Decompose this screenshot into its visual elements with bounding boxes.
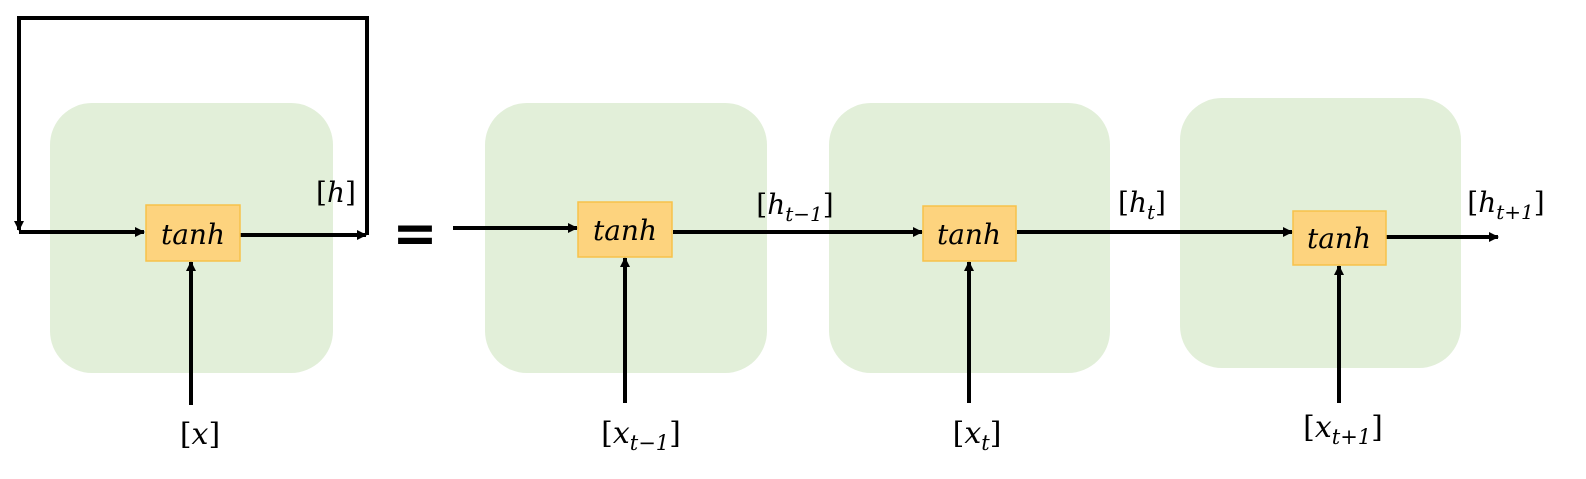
folded-tanh-box bbox=[145, 204, 241, 262]
tanh-label-2: tanh bbox=[937, 218, 1001, 251]
hidden-label-3: [ht+1] bbox=[1467, 186, 1544, 224]
input-label-1: [xt−1] bbox=[601, 416, 681, 455]
folded-tanh-label: tanh bbox=[161, 218, 225, 251]
recurrence-loop-arrow bbox=[14, 16, 369, 235]
tanh-box-1 bbox=[577, 201, 673, 258]
folded-hidden-label: [h] bbox=[316, 176, 356, 209]
input-label-3: [xt+1] bbox=[1303, 410, 1383, 449]
tanh-label-1: tanh bbox=[593, 214, 657, 247]
input-label-2: [xt] bbox=[953, 416, 1002, 455]
hidden-label-2: [ht] bbox=[1118, 186, 1166, 224]
folded-input-label: [x] bbox=[180, 417, 220, 452]
equals-sign: = bbox=[392, 202, 437, 265]
tanh-box-3 bbox=[1292, 210, 1387, 266]
tanh-box-2 bbox=[922, 205, 1017, 262]
hidden-label-1: [ht−1] bbox=[756, 188, 833, 226]
tanh-label-3: tanh bbox=[1307, 222, 1371, 255]
